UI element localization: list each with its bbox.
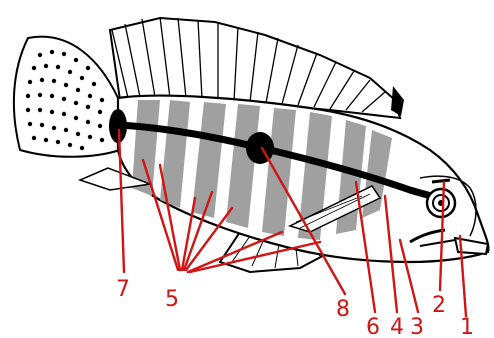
caudal-fin bbox=[14, 37, 120, 157]
label-6: 6 bbox=[366, 315, 380, 338]
label-5: 5 bbox=[165, 287, 179, 312]
label-8: 8 bbox=[336, 297, 350, 322]
label-1: 1 bbox=[460, 315, 474, 338]
label-2: 2 bbox=[432, 293, 446, 318]
label-7: 7 bbox=[116, 277, 130, 302]
annotation-labels: 7 5 8 6 4 3 2 1 bbox=[116, 277, 474, 338]
label-4: 4 bbox=[390, 315, 404, 338]
label-3: 3 bbox=[410, 315, 424, 338]
